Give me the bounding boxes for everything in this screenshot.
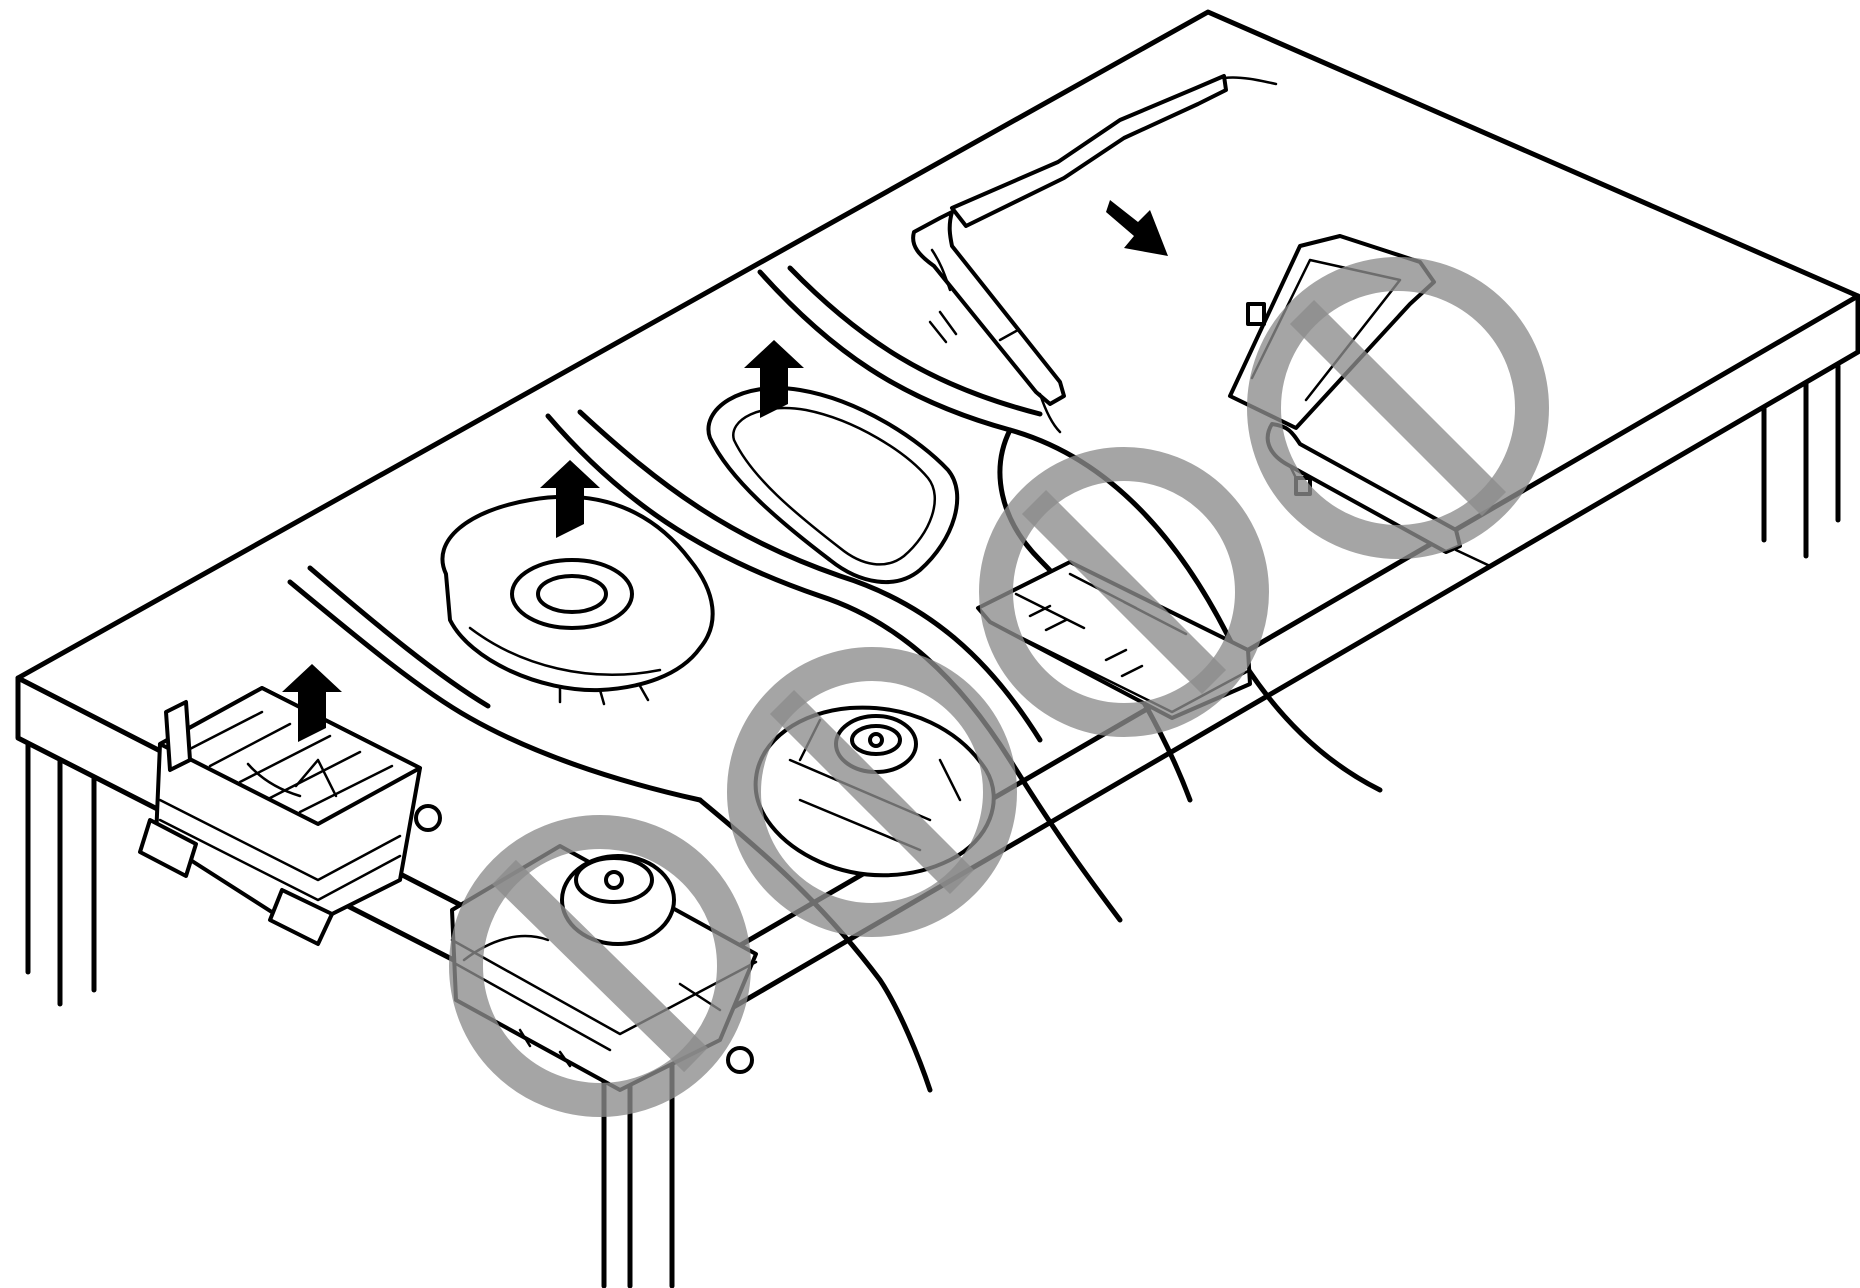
diagonal-arrow-icon bbox=[1106, 200, 1168, 256]
steering-wheel-airbag bbox=[440, 494, 715, 706]
side-airbag-frame bbox=[706, 386, 960, 584]
up-arrow-icon bbox=[744, 340, 804, 418]
curtain-airbag bbox=[911, 74, 1278, 434]
prohibition-icon bbox=[1247, 257, 1549, 559]
up-arrow-icon bbox=[282, 664, 342, 742]
prohibition-icon bbox=[727, 647, 1017, 937]
up-arrow-icon bbox=[540, 460, 600, 538]
table-leg-right bbox=[1761, 363, 1841, 559]
prohibition-icon bbox=[979, 447, 1269, 737]
passenger-airbag-module bbox=[138, 686, 442, 946]
table-leg-left bbox=[25, 741, 97, 1007]
table bbox=[15, 9, 1860, 1288]
prohibition-icon bbox=[449, 815, 751, 1117]
